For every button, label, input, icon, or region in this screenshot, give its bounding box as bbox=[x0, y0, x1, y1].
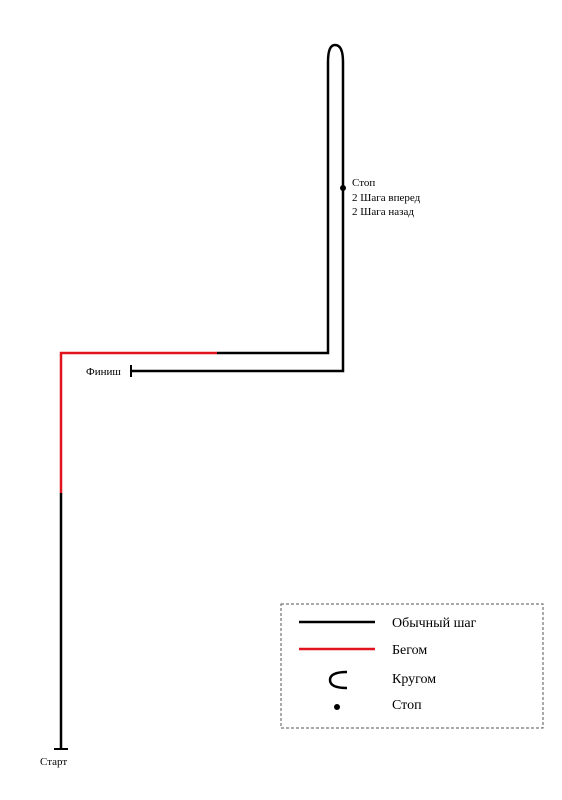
legend-stop-label: Стоп bbox=[392, 698, 422, 713]
start-label: Старт bbox=[40, 756, 67, 768]
stop-dot-icon bbox=[334, 704, 340, 710]
stop-note-line2: 2 Шага вперед bbox=[352, 192, 421, 204]
stop-note-line3: 2 Шага назад bbox=[352, 206, 414, 218]
turn-around-icon bbox=[328, 670, 348, 690]
finish-label: Финиш bbox=[86, 366, 121, 378]
legend-turn-label: Кругом bbox=[392, 672, 436, 687]
legend-border bbox=[280, 603, 544, 729]
stop-note-line1: Стоп bbox=[352, 177, 375, 189]
turnaround-loop bbox=[326, 43, 345, 63]
route-walk-segment-return bbox=[131, 62, 345, 373]
route-run-segment bbox=[59, 351, 217, 493]
stop-point-dot bbox=[340, 185, 346, 191]
legend-walk-label: Обычный шаг bbox=[392, 616, 477, 631]
legend-run-label: Бегом bbox=[392, 643, 427, 658]
route-walk-segment-outbound bbox=[217, 62, 330, 355]
legend: Обычный шаг Бегом Кругом Стоп bbox=[280, 603, 544, 729]
